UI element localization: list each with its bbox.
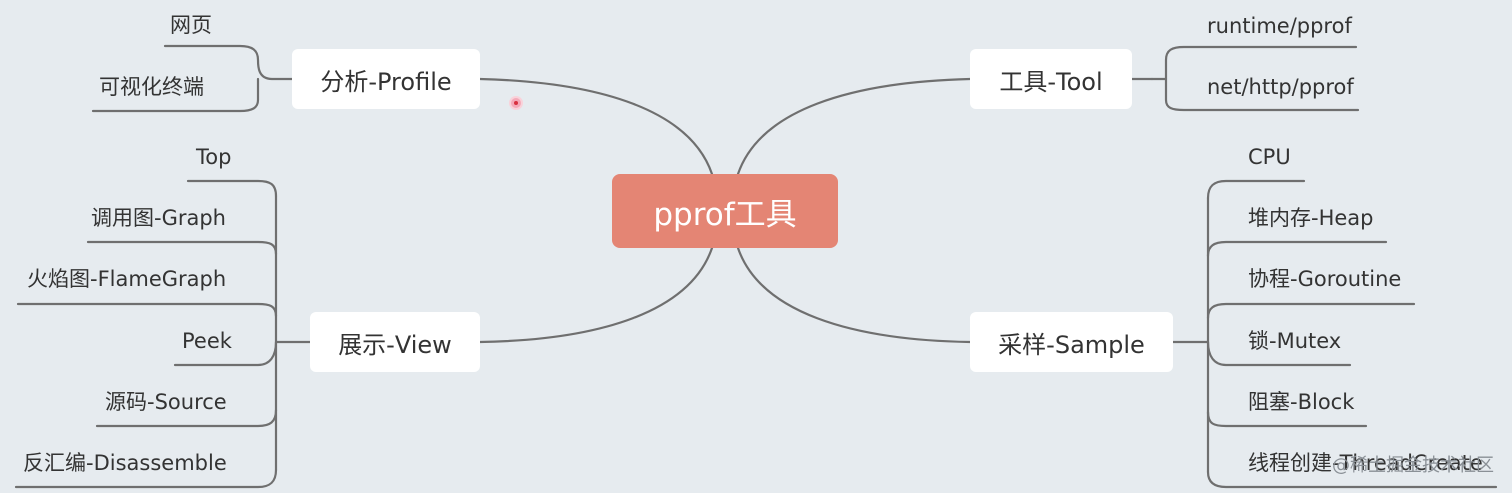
connector-center-view bbox=[478, 246, 714, 344]
connector-center-profile bbox=[478, 77, 714, 176]
leaf-sample-threadcreate[interactable]: 线程创建-ThreadCreate bbox=[1248, 451, 1483, 475]
watermark-text: @稀土掘金技术社区 bbox=[1332, 455, 1494, 476]
branch-profile[interactable]: 分析-Profile bbox=[292, 49, 480, 109]
leaf-view-graph[interactable]: 调用图-Graph bbox=[91, 206, 226, 230]
leaf-view-disassemble[interactable]: 反汇编-Disassemble bbox=[23, 451, 227, 475]
leaf-profile-web[interactable]: 网页 bbox=[170, 13, 212, 37]
connector-center-tool bbox=[736, 77, 972, 176]
branch-view[interactable]: 展示-View bbox=[310, 312, 480, 372]
leaf-profile-terminal[interactable]: 可视化终端 bbox=[99, 75, 204, 99]
leaf-tool-net-http-pprof[interactable]: net/http/pprof bbox=[1207, 75, 1354, 99]
leaf-view-source[interactable]: 源码-Source bbox=[105, 390, 227, 414]
leaf-view-peek[interactable]: Peek bbox=[182, 329, 232, 353]
connector-tool-bracket bbox=[1130, 45, 1360, 112]
leaf-sample-mutex[interactable]: 锁-Mutex bbox=[1248, 329, 1342, 353]
cursor-indicator bbox=[511, 98, 521, 108]
leaf-sample-cpu[interactable]: CPU bbox=[1248, 145, 1291, 169]
connector-profile-bracket bbox=[91, 44, 294, 113]
connector-center-sample bbox=[736, 246, 972, 344]
leaf-sample-block[interactable]: 阻塞-Block bbox=[1248, 390, 1355, 414]
leaf-view-top[interactable]: Top bbox=[196, 145, 232, 169]
leaf-sample-heap[interactable]: 堆内存-Heap bbox=[1248, 206, 1374, 230]
leaf-tool-runtime-pprof[interactable]: runtime/pprof bbox=[1207, 14, 1352, 38]
branch-tool[interactable]: 工具-Tool bbox=[970, 49, 1132, 109]
central-topic[interactable]: pprof工具 bbox=[612, 174, 838, 248]
leaf-sample-goroutine[interactable]: 协程-Goroutine bbox=[1248, 267, 1402, 291]
leaf-view-flamegraph[interactable]: 火焰图-FlameGraph bbox=[27, 267, 227, 291]
branch-sample[interactable]: 采样-Sample bbox=[970, 312, 1173, 372]
